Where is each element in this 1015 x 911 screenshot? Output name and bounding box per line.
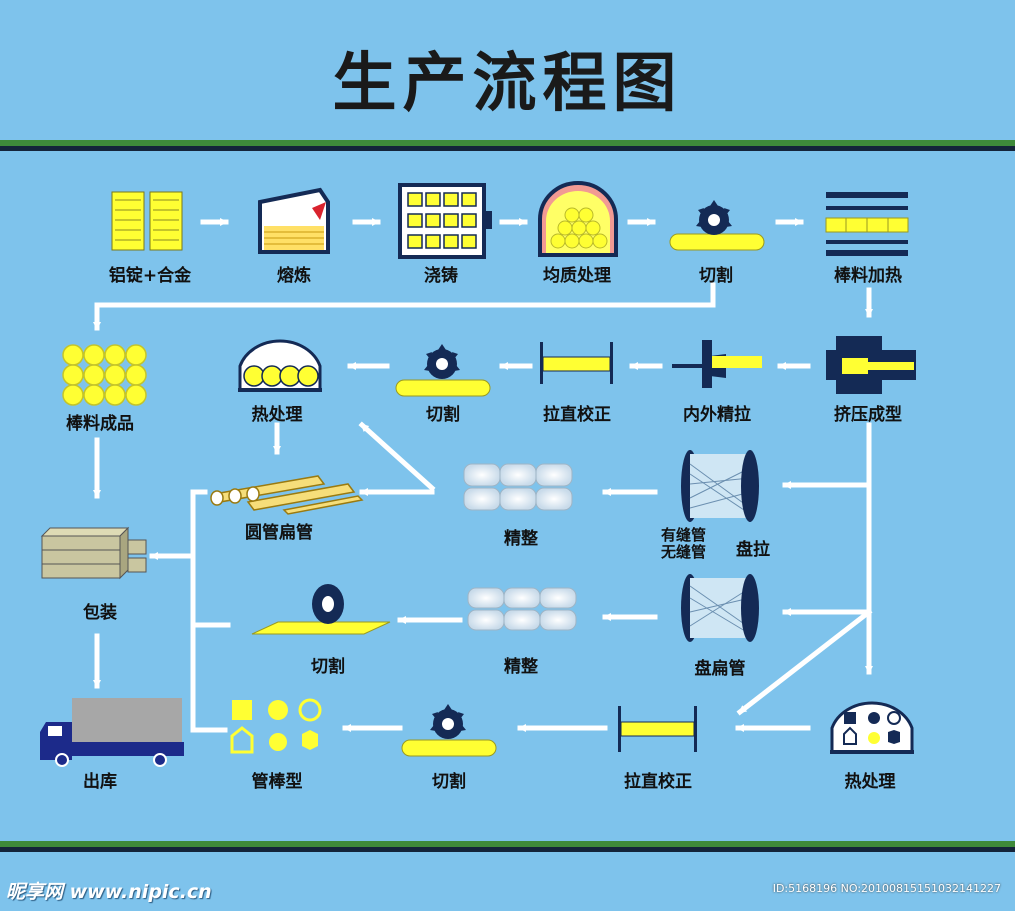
profile-shapes-icon — [230, 698, 322, 754]
arrow-diag-to-straighten — [736, 608, 873, 716]
stretch-straightening-icon — [540, 342, 613, 384]
finishing-rolls-icon-2 — [467, 587, 577, 631]
label-heat-treatment-2: 热处理 — [844, 772, 896, 792]
coil-spool-icon — [681, 450, 759, 522]
ingot-icon — [111, 191, 183, 251]
bottom-divider-dark — [0, 847, 1015, 852]
label-flat-coil: 盘扁管 — [694, 659, 746, 679]
heat-treatment-furnace-icon — [238, 339, 322, 392]
label-straightening-1: 拉直校正 — [543, 405, 611, 425]
arrow-to-flat-coil — [782, 482, 872, 616]
page-title: 生产流程图 — [332, 46, 683, 121]
bar-stock-icon — [62, 344, 147, 406]
flat-coil-spool-icon — [681, 574, 759, 642]
label-extrusion: 挤压成型 — [834, 405, 902, 425]
collector-bus — [190, 489, 228, 733]
flow-arrows — [93, 218, 873, 733]
heat-treatment-furnace-icon-2 — [830, 701, 914, 754]
saw-cut-icon-2 — [395, 344, 491, 397]
package-crates-icon — [40, 526, 147, 580]
label-cutting-1: 切割 — [699, 266, 733, 286]
arrow-finish-to-heat — [358, 421, 436, 492]
saw-cut-icon — [669, 200, 765, 251]
watermark-id: ID:5168196 NO:20100815151032141227 — [772, 882, 1001, 895]
homogenizing-furnace-icon — [538, 181, 618, 257]
drawing-die-icon — [672, 340, 762, 388]
truck-icon — [40, 698, 184, 767]
label-shipping: 出库 — [83, 772, 117, 792]
label-smelting: 熔炼 — [277, 266, 311, 286]
watermark-left: 昵享网 www.nipic.cn — [6, 881, 212, 903]
arrow-cut-to-bar-product — [93, 282, 716, 331]
label-cutting-2: 切割 — [426, 405, 460, 425]
label-homogenizing: 均质处理 — [543, 266, 611, 286]
arrow-extrude-to-coil — [782, 422, 872, 489]
top-divider-green — [0, 140, 1015, 146]
top-divider-dark — [0, 146, 1015, 151]
billet-heating-icon — [825, 192, 909, 256]
extrusion-press-icon — [826, 336, 916, 394]
label-coil-drawing: 盘拉 — [736, 540, 770, 560]
saw-cut-icon-3 — [401, 704, 497, 757]
finishing-rolls-icon — [463, 463, 573, 511]
label-drawing: 内外精拉 — [683, 405, 751, 425]
label-cutting-4: 切割 — [432, 772, 466, 792]
label-profiles: 管棒型 — [251, 772, 303, 792]
flat-cut-icon — [251, 584, 391, 635]
furnace-icon — [258, 187, 330, 254]
label-casting: 浇铸 — [424, 266, 458, 286]
label-seamless-tube: 无缝管 — [661, 543, 707, 561]
label-finishing-2: 精整 — [504, 657, 538, 677]
stretch-straightening-icon-2 — [618, 706, 697, 752]
label-heat-treatment-1: 热处理 — [251, 405, 303, 425]
label-cutting-3: 切割 — [311, 657, 345, 677]
round-tube-icon — [210, 475, 364, 515]
casting-mold-icon — [398, 183, 492, 259]
label-tubes: 圆管扁管 — [245, 523, 313, 543]
label-straightening-2: 拉直校正 — [624, 772, 692, 792]
label-billet-heating: 棒料加热 — [834, 266, 902, 286]
label-packaging: 包装 — [83, 603, 117, 623]
label-ingot-alloy: 铝锭+合金 — [108, 266, 192, 286]
bottom-divider-green — [0, 841, 1015, 847]
label-bar-product: 棒料成品 — [66, 414, 134, 434]
label-finishing-1: 精整 — [504, 529, 538, 549]
label-seamed-tube: 有缝管 — [661, 526, 707, 544]
